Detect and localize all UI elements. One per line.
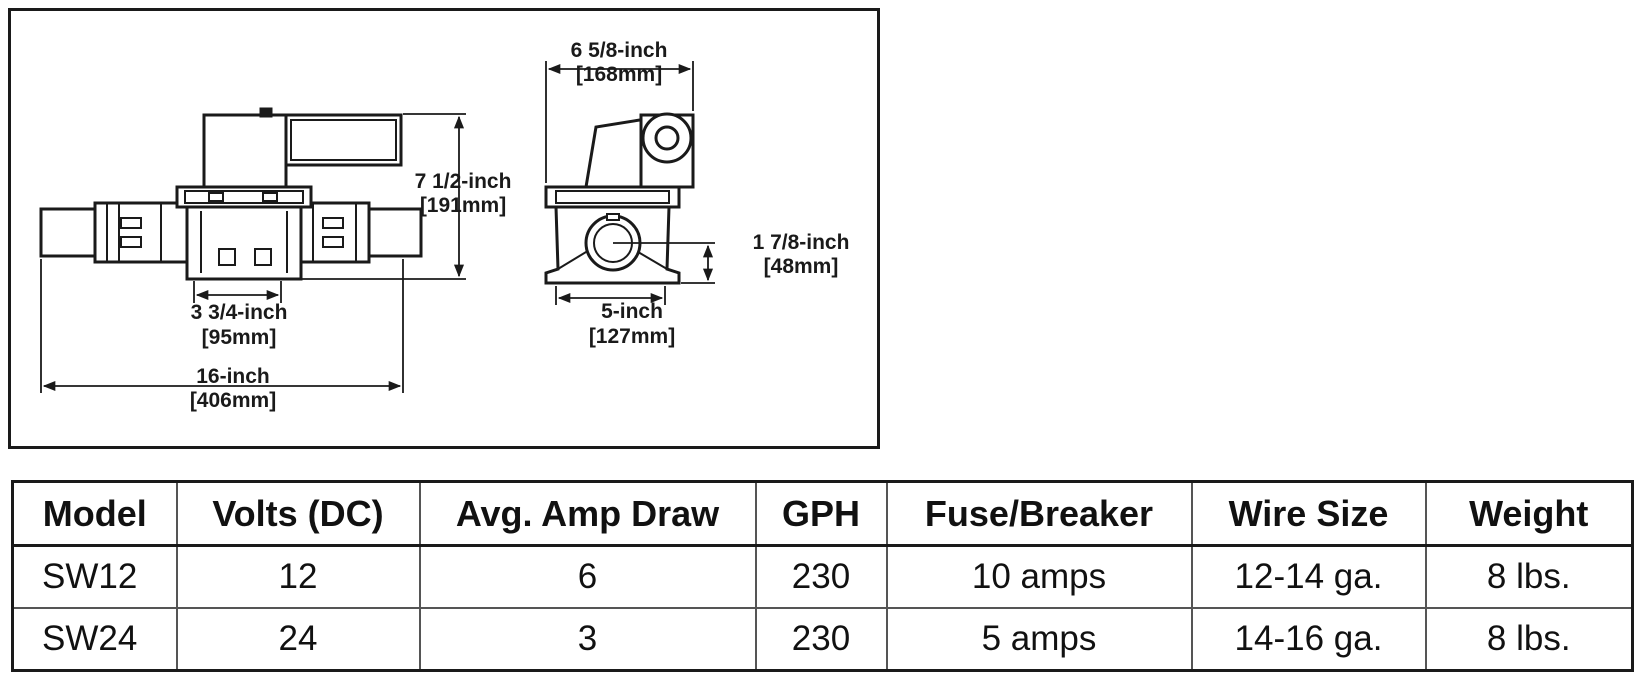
- end-top-width-label: 6 5/8-inch: [571, 39, 668, 62]
- table-row: SW24 24 3 230 5 amps 14-16 ga. 8 lbs.: [11, 607, 1634, 672]
- header-wire-size: Wire Size: [1190, 480, 1427, 547]
- cell-amp-draw: 6: [418, 544, 757, 609]
- cell-fuse-breaker: 5 amps: [885, 607, 1193, 672]
- header-volts: Volts (DC): [175, 480, 421, 547]
- side-height-mm-label: [191mm]: [420, 194, 506, 217]
- dimension-diagram: 7 1/2-inch [191mm] 3 3/4-inch [95mm] 16-…: [8, 8, 880, 449]
- end-top-width-mm-label: [168mm]: [576, 63, 662, 86]
- cell-wire-size: 14-16 ga.: [1190, 607, 1427, 672]
- cell-volts: 24: [175, 607, 421, 672]
- header-amp-draw: Avg. Amp Draw: [418, 480, 757, 547]
- header-fuse-breaker: Fuse/Breaker: [885, 480, 1193, 547]
- side-view: [39, 107, 423, 281]
- end-port-height-label: 1 7/8-inch: [753, 231, 850, 254]
- cell-gph: 230: [754, 607, 888, 672]
- cell-gph: 230: [754, 544, 888, 609]
- cell-wire-size: 12-14 ga.: [1190, 544, 1427, 609]
- table-row: SW12 12 6 230 10 amps 12-14 ga. 8 lbs.: [11, 544, 1634, 609]
- side-length-label: 16-inch: [196, 365, 270, 388]
- end-view: [544, 112, 695, 285]
- cell-weight: 8 lbs.: [1424, 607, 1634, 672]
- header-weight: Weight: [1424, 480, 1634, 547]
- side-length-mm-label: [406mm]: [190, 389, 276, 412]
- cell-amp-draw: 3: [418, 607, 757, 672]
- side-base-width-mm-label: [95mm]: [202, 326, 277, 349]
- side-height-label: 7 1/2-inch: [415, 170, 512, 193]
- end-port-height-mm-label: [48mm]: [764, 255, 839, 278]
- table-header-row: Model Volts (DC) Avg. Amp Draw GPH Fuse/…: [11, 480, 1634, 547]
- end-base-width-mm-label: [127mm]: [589, 325, 675, 348]
- cell-model: SW24: [11, 607, 178, 672]
- end-dimension-lines: [545, 61, 715, 305]
- header-model: Model: [11, 480, 178, 547]
- header-gph: GPH: [754, 480, 888, 547]
- cell-fuse-breaker: 10 amps: [885, 544, 1193, 609]
- cell-model: SW12: [11, 544, 178, 609]
- end-base-width-label: 5-inch: [601, 300, 663, 323]
- cell-weight: 8 lbs.: [1424, 544, 1634, 609]
- spec-table: Model Volts (DC) Avg. Amp Draw GPH Fuse/…: [11, 480, 1634, 672]
- side-base-width-label: 3 3/4-inch: [191, 301, 288, 324]
- cell-volts: 12: [175, 544, 421, 609]
- side-dimension-lines: [40, 113, 466, 393]
- pump-drawing: 7 1/2-inch [191mm] 3 3/4-inch [95mm] 16-…: [39, 39, 850, 412]
